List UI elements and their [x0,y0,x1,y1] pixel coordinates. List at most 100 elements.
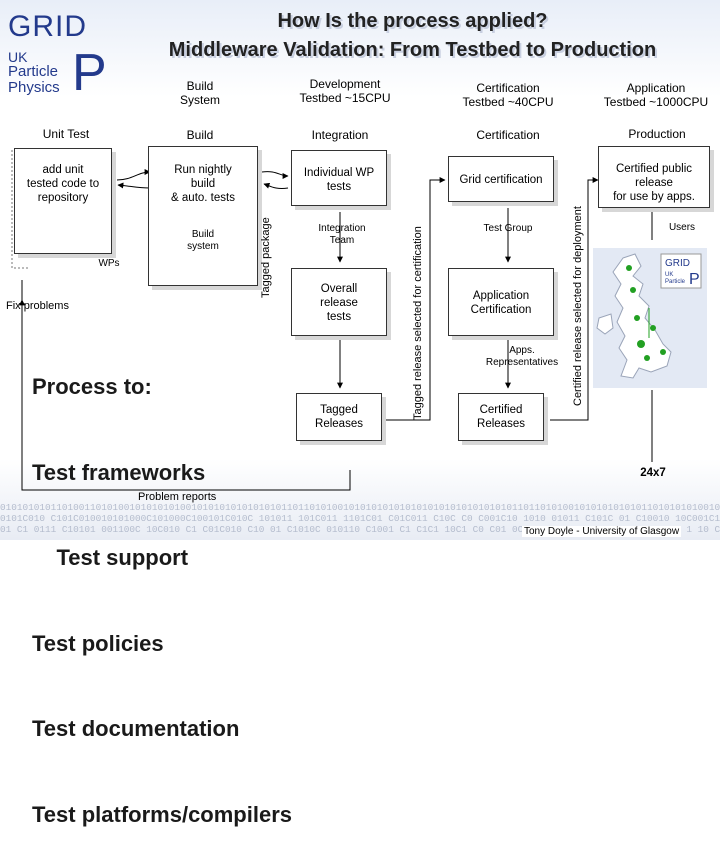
binary-line-2: 0101C010 C101C010010101000C101000C100101… [0,513,720,524]
uk-map: GRID UK Particle P [593,248,707,388]
uk-map-icon: GRID UK Particle P [593,248,707,388]
tagged-releases-line1: Tagged [320,404,358,416]
title-line2-shadow: Middleware Validation: From Testbed to P… [170,41,659,63]
individual-wp-text: Individual WP tests [292,166,386,194]
page-title: How Is the process applied? [277,10,548,32]
application-cert-line2: Certification [470,304,532,316]
arrow-build-to-integration [261,171,289,179]
individual-wp-box: Individual WP tests [291,150,387,206]
column-cert-testbed-line2: Testbed ~40CPU [462,95,554,109]
arrow-certified-to-production [550,177,599,421]
svg-text:P: P [689,271,700,288]
run-nightly-line2: build [190,178,216,190]
tagged-releases-box: Tagged Releases [296,393,382,441]
add-unit-line3: repository [37,192,89,204]
stage-unit-test: Unit Test [42,127,90,141]
title-line1-shadow: How Is the process applied? [279,12,550,34]
logo-uk-text: UK [8,49,28,65]
fix-problems-text: Fix problems [6,300,69,312]
stage-certification: Certification [476,128,540,142]
apps-reps-text: Apps. Representatives [472,345,572,369]
overall-release-text: Overall release tests [292,282,386,324]
gridpp-logo: GRID UK Particle Physics P [6,10,107,100]
arrow-build-to-unit [117,182,151,189]
column-build-system-line2: System [179,93,220,107]
logo-particle-text: Particle [8,63,59,80]
process-line-6: Test platforms/compilers [32,801,292,827]
certified-public-line1: Certified public [615,163,693,175]
twenty-four-seven-text: 24x7 [640,467,666,479]
label-tagged-release-cert: Tagged release selected for certificatio… [412,226,424,420]
certified-public-text: Certified public release for use by apps… [599,162,709,204]
certified-releases-line2: Releases [477,418,525,430]
build-system-line1: Build [191,229,215,240]
certified-public-line2: release [635,177,673,189]
column-build-system-line1: Build [186,79,214,93]
application-cert-text: Application Certification [449,289,553,317]
overall-release-line2: release [320,297,358,309]
add-unit-text: add unit tested code to repository [15,163,111,205]
arrow-problem-reports [19,299,351,491]
column-app-testbed: Application Testbed ~1000CPU [594,81,718,109]
problem-reports-text: Problem reports [138,491,217,503]
certified-releases-text: Certified Releases [459,403,543,431]
run-nightly-text: Run nightly build & auto. tests [149,163,257,205]
process-line-3: Test support [32,545,189,570]
column-dev-testbed: Development Testbed ~15CPU [285,77,405,105]
column-dev-testbed-line1: Development [309,77,381,91]
process-line-5: Test documentation [32,716,240,741]
stage-build: Build [186,128,214,142]
certified-releases-line1: Certified [479,404,523,416]
tagged-releases-text: Tagged Releases [297,403,381,431]
column-dev-testbed-line2: Testbed ~15CPU [299,91,391,105]
integration-team-line2: Team [329,235,355,246]
certified-releases-box: Certified Releases [458,393,544,441]
binary-line-3: 01 C1 0111 C10101 001100C 10C010 C1 C01C… [0,524,720,535]
page-subtitle: Middleware Validation: From Testbed to P… [168,39,657,61]
add-unit-line2: tested code to [26,178,100,190]
grid-certification-text: Grid certification [459,174,543,186]
build-box: Run nightly build & auto. tests Build sy… [148,146,258,286]
run-nightly-line1: Run nightly [174,164,232,176]
arrow-tagged-to-grid [384,177,446,421]
column-build-system: Build System [165,79,235,107]
column-cert-testbed: Certification Testbed ~40CPU [448,81,568,109]
column-cert-testbed-line1: Certification [476,81,540,95]
svg-text:UK: UK [665,272,673,278]
svg-text:GRID: GRID [665,258,690,269]
column-app-testbed-line2: Testbed ~1000CPU [603,95,709,109]
process-line-1: Process to: [32,374,152,399]
build-system-line2: system [187,241,219,252]
test-group-text: Test Group [483,223,533,234]
grid-certification-box: Grid certification [448,156,554,202]
build-system-text: Build system [149,229,257,253]
process-text-block: Process to: Test frameworks Test support… [32,316,332,858]
logo-physics-text: Physics [8,79,60,96]
stage-production: Production [628,127,686,141]
stage-integration: Integration [311,128,369,142]
arrow-integration-to-build [263,182,289,189]
label-certified-release-deploy: Certified release selected for deploymen… [572,206,584,406]
application-certification-box: Application Certification [448,268,554,336]
process-line-4: Test policies [32,630,164,656]
integration-team-line1: Integration [318,223,366,234]
label-tagged-package: Tagged package [260,217,272,298]
certified-public-line3: for use by apps. [613,191,695,203]
wps-bracket [11,150,30,269]
process-line-2: Test frameworks [32,459,206,485]
overall-release-line1: Overall [320,283,358,295]
run-nightly-line3: & auto. tests [171,192,235,204]
binary-footer: 0101010101101001101010010101010100101010… [0,502,720,535]
connector-layer [11,150,653,491]
column-app-testbed-line1: Application [626,81,686,95]
arrow-unit-to-build [116,169,151,181]
individual-wp-line2: tests [326,181,352,193]
unit-test-box: add unit tested code to repository [14,148,112,254]
users-text: Users [668,222,696,233]
add-unit-line1: add unit [42,164,84,176]
individual-wp-line1: Individual WP [303,167,375,179]
overall-release-line3: tests [326,311,352,323]
application-cert-line1: Application [472,290,530,302]
binary-line-1: 0101010101101001101010010101010100101010… [0,502,720,513]
integration-team-text: Integration Team [312,223,372,247]
